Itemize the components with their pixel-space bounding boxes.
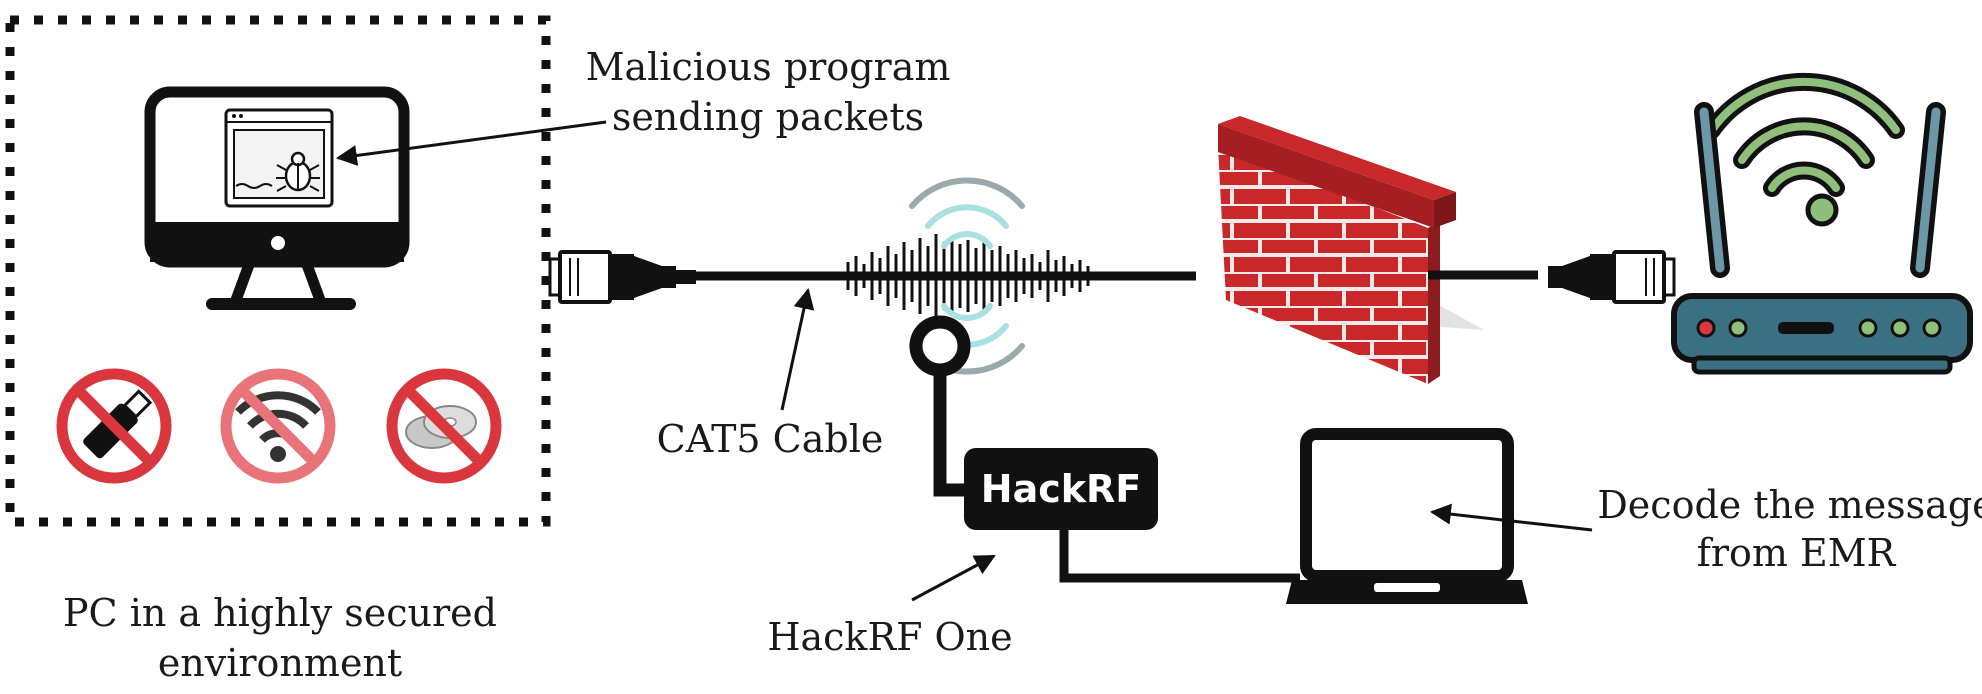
malicious-program-label-line2: sending packets <box>612 95 924 139</box>
hackrf-device-label: HackRF <box>981 467 1141 511</box>
emr-signal-wave-icon <box>846 234 1090 318</box>
decode-message-label-line2: from EMR <box>1697 531 1897 575</box>
secured-environment-boundary <box>5 15 551 527</box>
hackrf-arrow <box>911 554 996 602</box>
decode-message-label-line1: Decode the message <box>1597 483 1982 527</box>
no-usb-icon <box>56 368 172 484</box>
cat5-arrow <box>780 287 815 411</box>
wifi-router-icon <box>1671 72 1973 375</box>
no-wifi-icon <box>220 368 336 484</box>
usb-cable <box>1059 530 1300 583</box>
pc-environment-label-line2: environment <box>158 641 402 685</box>
pc-environment-label-line1: PC in a highly secured <box>63 591 497 635</box>
malicious-program-label-line1: Malicious program <box>586 45 951 89</box>
decode-arrow <box>1429 503 1593 532</box>
ethernet-connector-icon-right <box>1548 250 1676 304</box>
ethernet-connector-icon <box>548 250 696 304</box>
hackrf-one-label: HackRF One <box>767 615 1012 659</box>
hackrf-device-icon: HackRF <box>964 448 1158 530</box>
no-disc-icon <box>386 368 502 484</box>
cat5-cable-label: CAT5 Cable <box>657 417 884 461</box>
firewall-brick-wall-icon <box>1218 116 1484 384</box>
laptop-icon <box>1286 428 1528 604</box>
antenna-icon <box>909 315 971 497</box>
malicious-arrow <box>335 120 607 166</box>
bug-window-icon <box>224 108 334 208</box>
